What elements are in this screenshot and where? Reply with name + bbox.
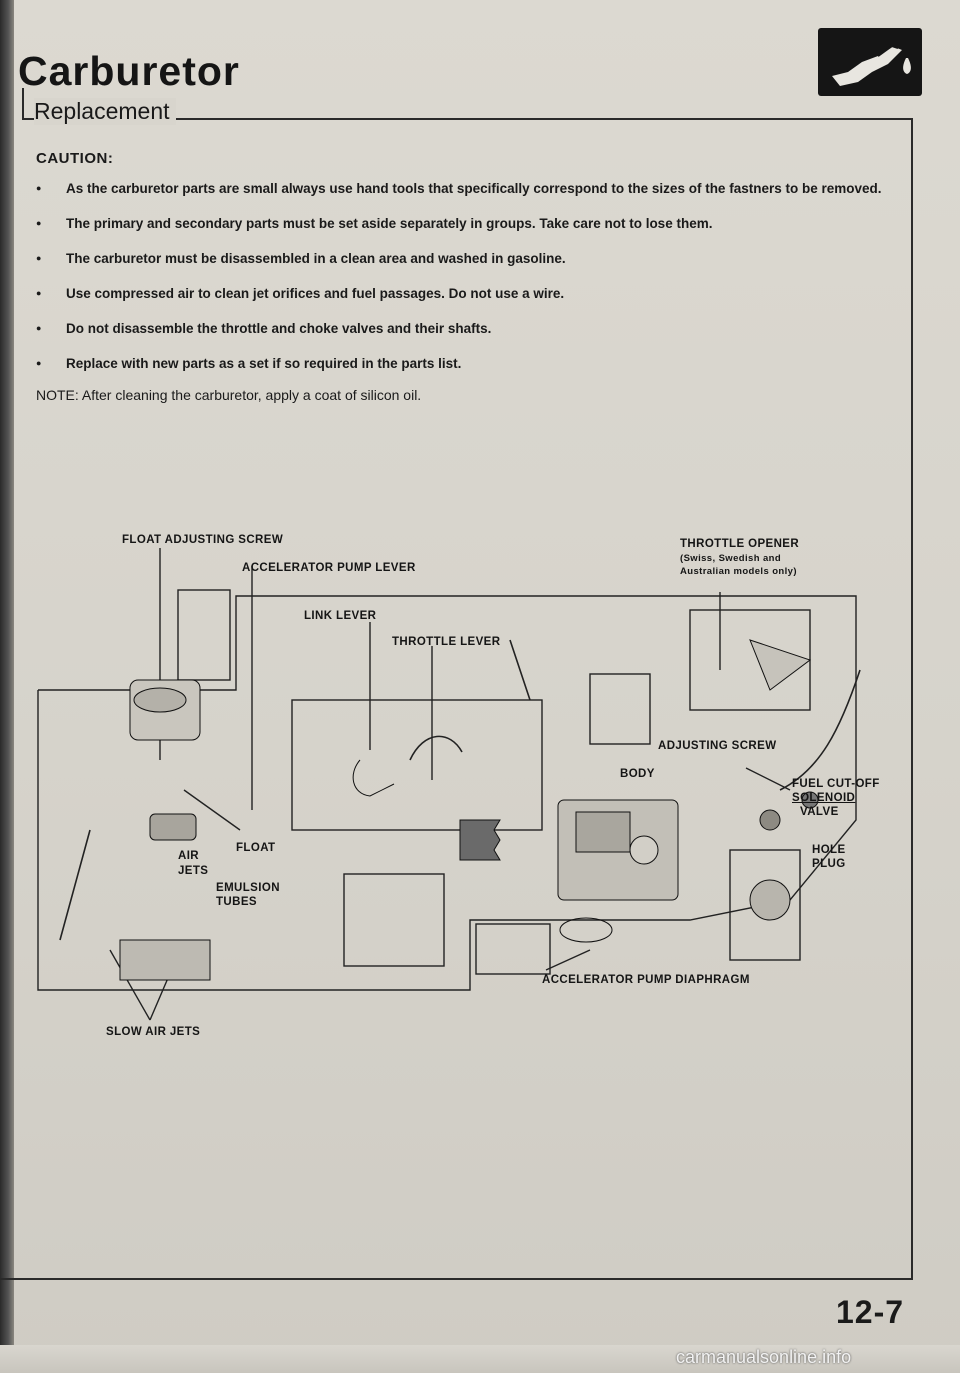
caution-block: CAUTION: As the carburetor parts are sma… xyxy=(36,150,896,403)
label-air-jets: AIR xyxy=(178,850,200,862)
caution-item: As the carburetor parts are small always… xyxy=(36,181,896,196)
label-hole-plug: HOLE xyxy=(812,844,846,856)
label-throttle-lever: THROTTLE LEVER xyxy=(392,636,501,648)
caution-item: Replace with new parts as a set if so re… xyxy=(36,356,896,371)
label-accelerator-pump-diaphragm: ACCELERATOR PUMP DIAPHRAGM xyxy=(542,974,750,986)
label-emulsion-tubes: TUBES xyxy=(216,896,257,908)
caution-heading: CAUTION: xyxy=(36,150,114,167)
carburetor-exploded-diagram: FLOAT ADJUSTING SCREW ACCELERATOR PUMP L… xyxy=(30,520,910,1040)
note-text: NOTE: After cleaning the carburetor, app… xyxy=(36,387,422,403)
watermark-text: carmanualsonline.info xyxy=(676,1347,852,1367)
label-fuel-cutoff-valve: FUEL CUT-OFF xyxy=(792,778,880,790)
exploded-view-drawing xyxy=(37,548,861,1021)
section-rule xyxy=(22,118,912,120)
caution-item: Use compressed air to clean jet orifices… xyxy=(36,286,896,301)
label-link-lever: LINK LEVER xyxy=(304,610,377,622)
label-float-adjusting-screw: FLOAT ADJUSTING SCREW xyxy=(122,534,284,546)
frame-right-border xyxy=(911,118,913,1278)
caution-item: The carburetor must be disassembled in a… xyxy=(36,251,896,266)
label-hole-plug: PLUG xyxy=(812,858,846,870)
label-fuel-cutoff-valve: VALVE xyxy=(800,806,839,818)
caution-list: As the carburetor parts are small always… xyxy=(36,181,896,371)
label-air-jets: JETS xyxy=(178,865,209,877)
page-title: Carburetor xyxy=(18,48,240,94)
label-throttle-opener: THROTTLE OPENER xyxy=(680,538,800,550)
label-accelerator-pump-lever: ACCELERATOR PUMP LEVER xyxy=(242,562,416,574)
fuel-nozzle-icon xyxy=(818,28,922,96)
frame-bottom-border xyxy=(0,1278,913,1280)
page-number: 12-7 xyxy=(836,1294,905,1330)
label-adjusting-screw: ADJUSTING SCREW xyxy=(658,740,777,752)
section-subtitle: Replacement xyxy=(34,98,176,125)
caution-item: The primary and secondary parts must be … xyxy=(36,216,896,231)
label-float: FLOAT xyxy=(236,842,276,854)
footer-bar xyxy=(0,1345,960,1373)
label-throttle-opener-note: Australian models only) xyxy=(680,566,797,577)
label-emulsion-tubes: EMULSION xyxy=(216,882,280,894)
label-throttle-opener-note: (Swiss, Swedish and xyxy=(680,553,782,564)
page-binding-edge xyxy=(0,0,14,1373)
section-tick xyxy=(22,88,24,118)
label-slow-air-jets: SLOW AIR JETS xyxy=(106,1026,201,1038)
label-fuel-cutoff-valve: SOLENOID xyxy=(792,792,856,804)
caution-item: Do not disassemble the throttle and chok… xyxy=(36,321,896,336)
label-body: BODY xyxy=(620,768,655,780)
